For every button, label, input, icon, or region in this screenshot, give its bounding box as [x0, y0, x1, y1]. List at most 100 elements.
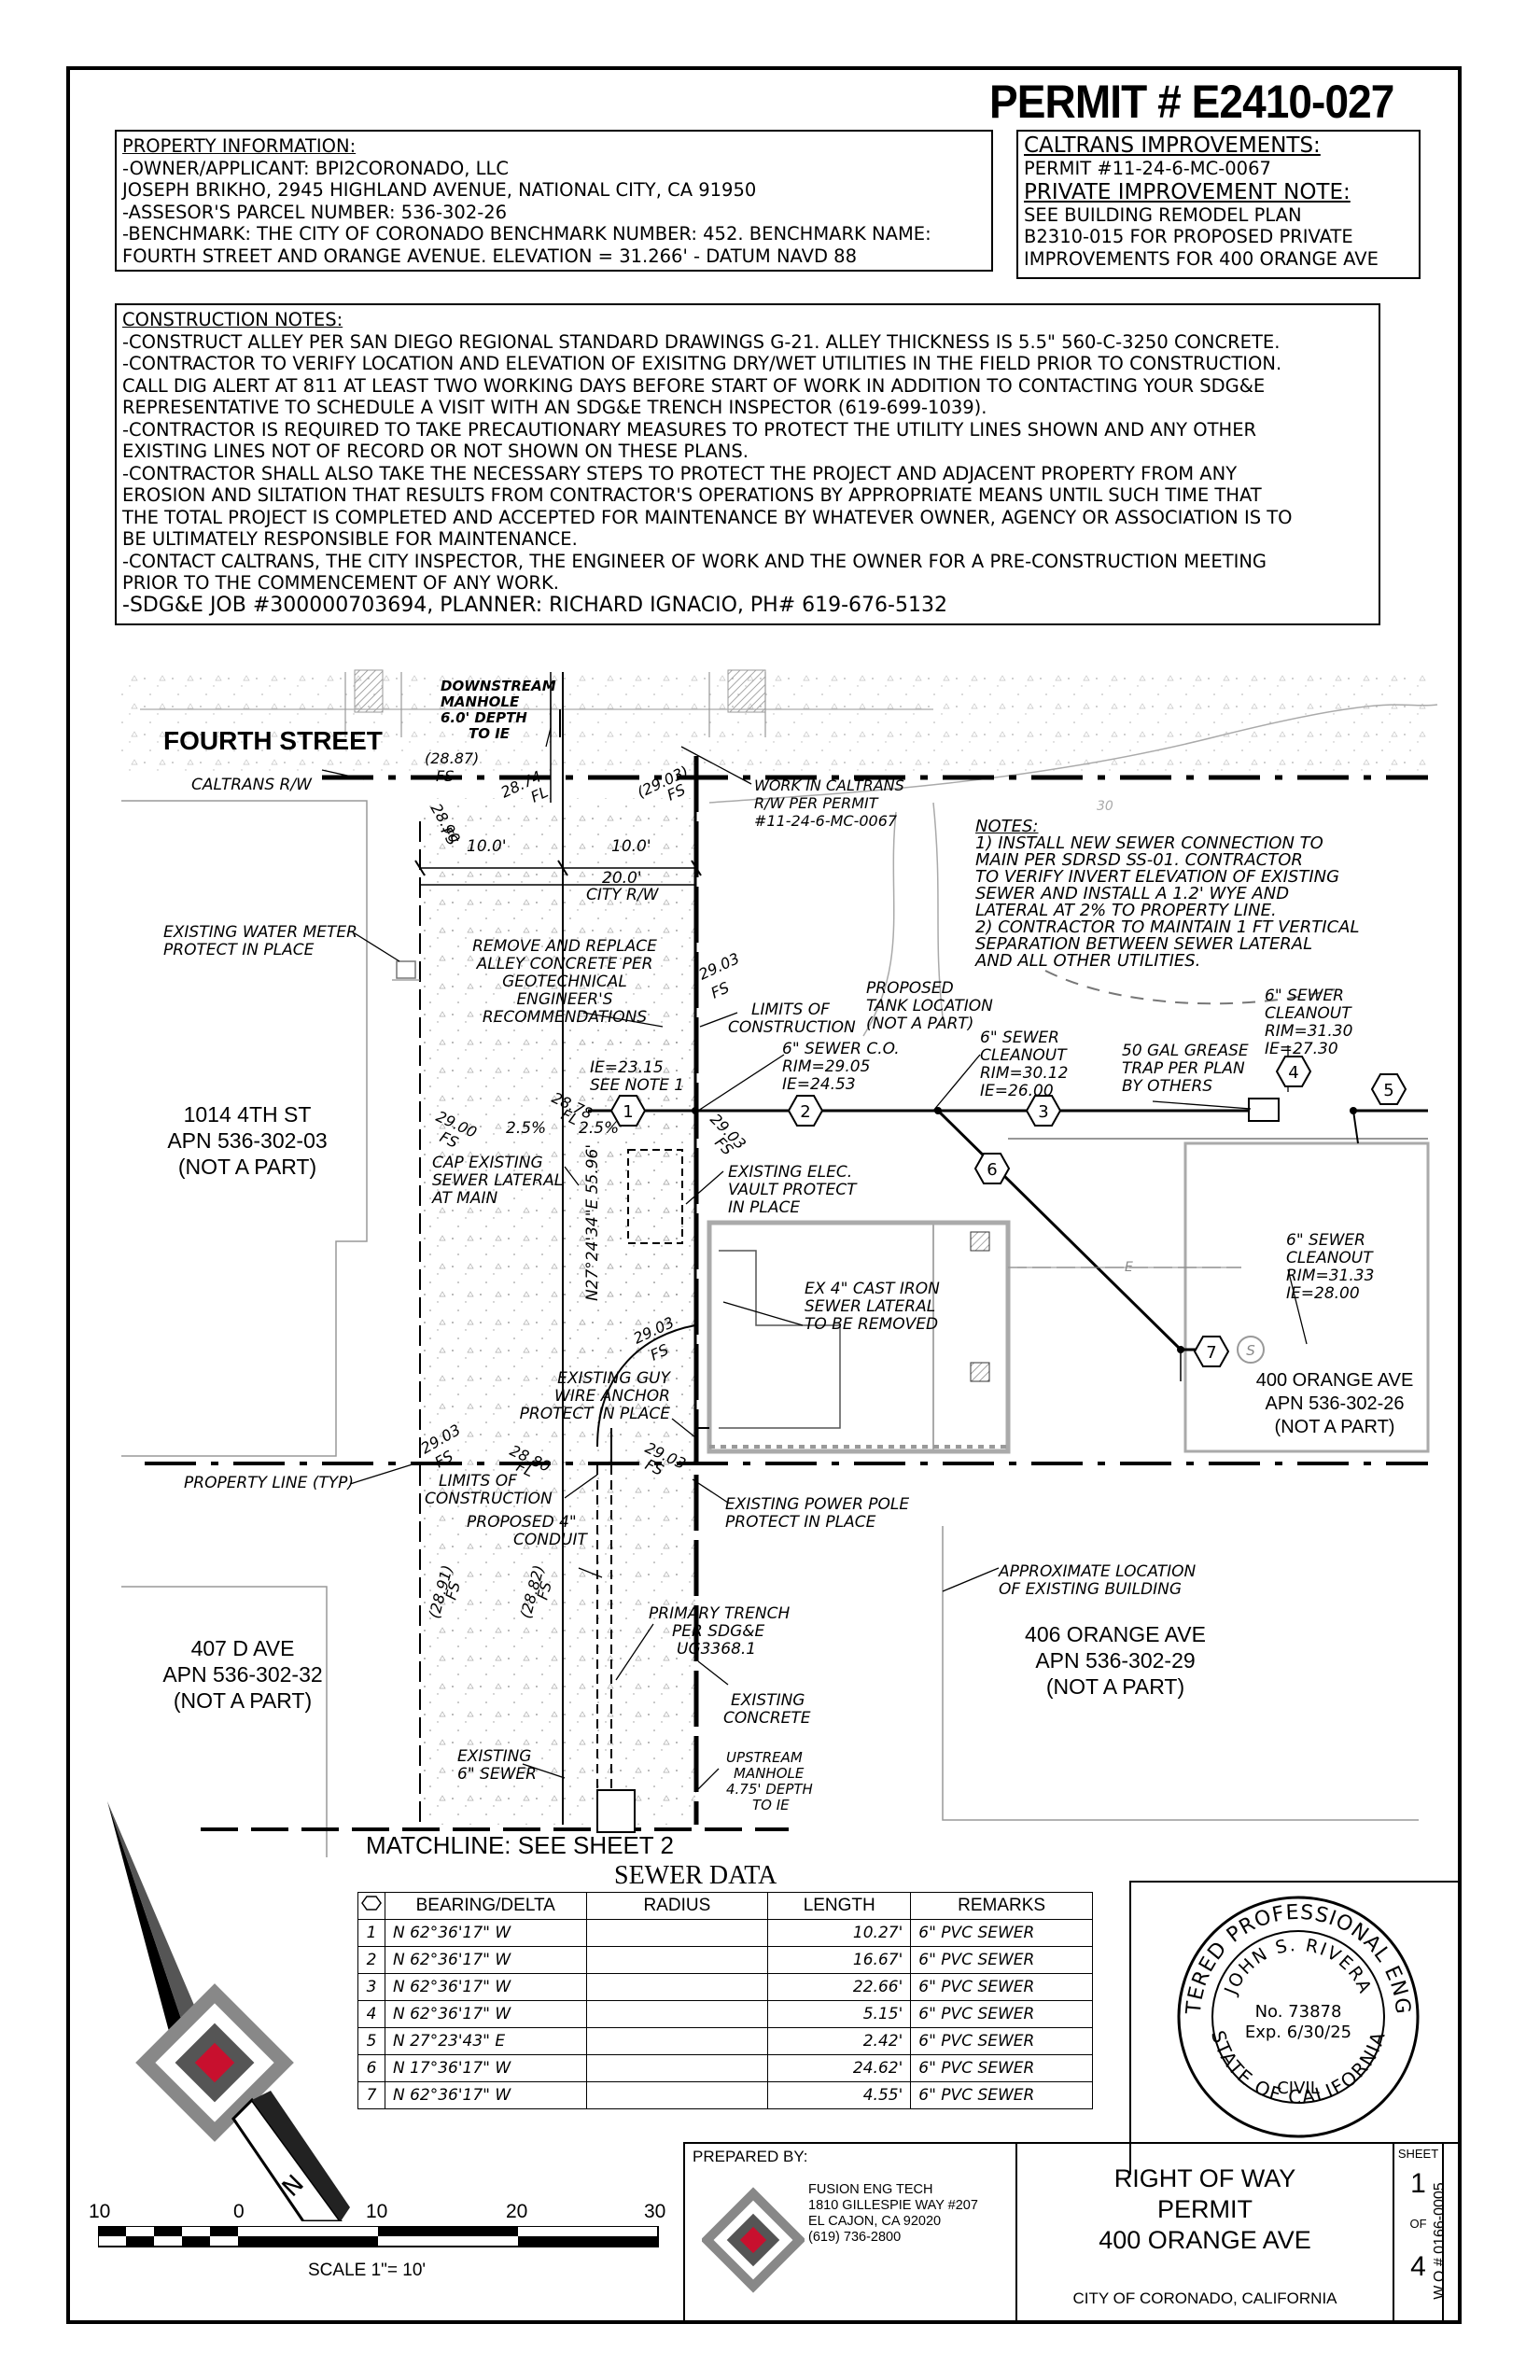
label-line: EXISTING	[457, 1747, 532, 1766]
plan-note-line: TO VERIFY INVERT ELEVATION OF EXISTING	[975, 867, 1340, 887]
segment-marker-7[interactable]	[1193, 1336, 1230, 1367]
guy-wire-label: EXISTING GUY WIRE ANCHOR PROTECT IN PLAC…	[511, 1370, 670, 1423]
label-line: RIM=30.12	[980, 1064, 1069, 1083]
table-row: 5 N 27°23'43" E 2.42' 6" PVC SEWER	[357, 2027, 1093, 2055]
label-line: IN PLACE	[728, 1198, 801, 1217]
construction-note-line: EROSION AND SILTATION THAT RESULTS FROM …	[122, 484, 1262, 506]
label-line: PROPOSED 4"	[467, 1513, 577, 1532]
label-line: EXISTING WATER METER	[163, 923, 357, 942]
upstream-manhole-label: UPSTREAM MANHOLE 4.75' DEPTH TO IE	[726, 1750, 813, 1813]
row-remarks: 6" PVC SEWER	[910, 2081, 1093, 2109]
row-bearing: N 62°36'17" W	[384, 1946, 587, 1974]
label-line: R/W PER PERMIT	[754, 794, 878, 812]
construction-note-line: THE TOTAL PROJECT IS COMPLETED AND ACCEP…	[122, 506, 1293, 528]
segment-marker-2[interactable]	[787, 1095, 824, 1127]
label-line: OF EXISTING BUILDING	[999, 1580, 1183, 1599]
cleanout-label: 6" SEWER CLEANOUT RIM=31.30 IE=27.30	[1265, 987, 1352, 1058]
segment-marker-label: 4	[1288, 1063, 1298, 1083]
caltrans-box: CALTRANS IMPROVEMENTS: PERMIT #11-24-6-M…	[1016, 130, 1421, 279]
existing-sewer-label: EXISTING 6" SEWER	[457, 1748, 537, 1784]
seal-number: No. 73878	[1255, 2002, 1342, 2022]
fourth-street-label: FOURTH STREET	[163, 726, 383, 755]
construction-note-line: -CONSTRUCT ALLEY PER SAN DIEGO REGIONAL …	[122, 330, 1281, 353]
of-label: OF	[1409, 2217, 1427, 2231]
row-id: 2	[357, 1946, 385, 1974]
label-line: #11-24-6-MC-0067	[754, 812, 898, 830]
label-line: TANK LOCATION	[866, 997, 993, 1015]
title-block-divider	[1015, 2142, 1017, 2324]
firm-line: 1810 GILLESPIE WAY #207	[808, 2198, 978, 2213]
segment-marker-5[interactable]	[1370, 1073, 1407, 1105]
table-row: 4 N 62°36'17" W 5.15' 6" PVC SEWER	[357, 2000, 1093, 2028]
label-line: (28.87)	[425, 749, 480, 767]
label-line: 6" SEWER C.O.	[782, 1040, 900, 1058]
matchline-label: MATCHLINE: SEE SHEET 2	[366, 1831, 674, 1859]
north-arrow-tail	[231, 2097, 343, 2221]
table-row: 3 N 62°36'17" W 22.66' 6" PVC SEWER	[357, 1973, 1093, 2001]
label-line: (NOT A PART)	[1274, 1417, 1395, 1437]
firm-logo	[702, 2187, 805, 2293]
label-line: PROTECT IN PLACE	[519, 1405, 670, 1423]
segment-marker-label: 2	[800, 1102, 810, 1122]
scale-tick-label: 0	[233, 2201, 245, 2222]
downstream-manhole-label: DOWNSTREAM MANHOLE 6.0' DEPTH TO IE	[441, 679, 556, 742]
row-length: 2.42'	[767, 2027, 912, 2055]
seal-name: JOHN S. RIVERA	[1220, 1935, 1376, 1998]
proposed-conduit-label: PROPOSED 4" CONDUIT	[467, 1514, 587, 1549]
row-length: 5.15'	[767, 2000, 912, 2028]
label-line: DOWNSTREAM	[441, 678, 556, 694]
label-line: 406 ORANGE AVE	[1025, 1622, 1206, 1646]
label-line: 6" SEWER	[1265, 987, 1344, 1005]
label-line: 407 D AVE	[190, 1636, 295, 1660]
cap-lateral-label: CAP EXISTING SEWER LATERAL AT MAIN	[432, 1155, 563, 1208]
segment-marker-label: 1	[623, 1102, 633, 1122]
label-line: EX 4" CAST IRON	[805, 1280, 940, 1298]
segment-marker-label: 3	[1038, 1102, 1048, 1122]
dim-label: 10.0'	[611, 837, 651, 856]
segment-marker-3[interactable]	[1025, 1095, 1062, 1127]
plan-note-line: SEPARATION BETWEEN SEWER LATERAL	[975, 934, 1313, 954]
label-line: GEOTECHNICAL	[502, 973, 627, 991]
elec-vault-label: EXISTING ELEC. VAULT PROTECT IN PLACE	[728, 1164, 856, 1217]
segment-marker-6[interactable]	[973, 1153, 1011, 1184]
label-line: APN 536-302-26	[1265, 1393, 1405, 1414]
plan-notes-heading: NOTES:	[975, 817, 1039, 836]
cast-iron-label: EX 4" CAST IRON SEWER LATERAL TO BE REMO…	[805, 1281, 940, 1334]
spot-elev-code: FS	[442, 1579, 464, 1602]
construction-note-line: REPRESENTATIVE TO SCHEDULE A VISIT WITH …	[122, 397, 987, 418]
label-line: IE=26.00	[980, 1082, 1054, 1100]
row-remarks: 6" PVC SEWER	[910, 1919, 1093, 1947]
label-line: LIMITS OF	[751, 1001, 830, 1019]
parcel-407-label: 407 D AVE APN 536-302-32 (NOT A PART)	[131, 1635, 355, 1714]
label-line: ENGINEER'S	[516, 990, 613, 1009]
segment-marker-label: 6	[987, 1160, 997, 1180]
construction-note-line: -CONTRACTOR IS REQUIRED TO TAKE PRECAUTI…	[122, 418, 1257, 441]
construction-note-line: -CONTRACTOR SHALL ALSO TAKE THE NECESSAR…	[122, 462, 1238, 484]
slope-label: 2.5%	[506, 1119, 547, 1138]
row-length: 10.27'	[767, 1919, 912, 1947]
engineer-seal: REGISTERED PROFESSIONAL ENGINEER STATE O…	[1174, 1893, 1420, 2138]
segment-marker-4[interactable]	[1275, 1056, 1312, 1087]
private-line: IMPROVEMENTS FOR 400 ORANGE AVE	[1024, 247, 1379, 270]
row-remarks: 6" PVC SEWER	[910, 2027, 1093, 2055]
label-line: UG3368.1	[677, 1640, 757, 1659]
plan-note-line: LATERAL AT 2% TO PROPERTY LINE.	[975, 901, 1277, 920]
label-line: CONSTRUCTION	[728, 1018, 856, 1037]
label-line: LIMITS OF	[439, 1472, 517, 1491]
label-line: CLEANOUT	[1265, 1004, 1351, 1023]
grease-trap	[1248, 1098, 1280, 1122]
segment-marker-1[interactable]	[609, 1095, 647, 1127]
work-order: W.O.# 0166-0005	[1432, 2182, 1448, 2300]
label-line: REMOVE AND REPLACE	[472, 937, 657, 956]
label-line: SEE NOTE 1	[590, 1076, 685, 1095]
construction-note-line: CALL DIG ALERT AT 811 AT LEAST TWO WORKI…	[122, 374, 1266, 397]
firm-line: FUSION ENG TECH	[808, 2182, 933, 2197]
sewer-symbol: S	[1246, 1342, 1255, 1359]
title-block-divider	[1442, 2142, 1444, 2324]
row-remarks: 6" PVC SEWER	[910, 2054, 1093, 2082]
spot-elev: (28.87) FS	[425, 749, 479, 785]
row-remarks: 6" PVC SEWER	[910, 1973, 1093, 2001]
hexagon-icon	[361, 1896, 382, 1911]
existing-concrete-label: EXISTING CONCRETE	[723, 1692, 811, 1728]
